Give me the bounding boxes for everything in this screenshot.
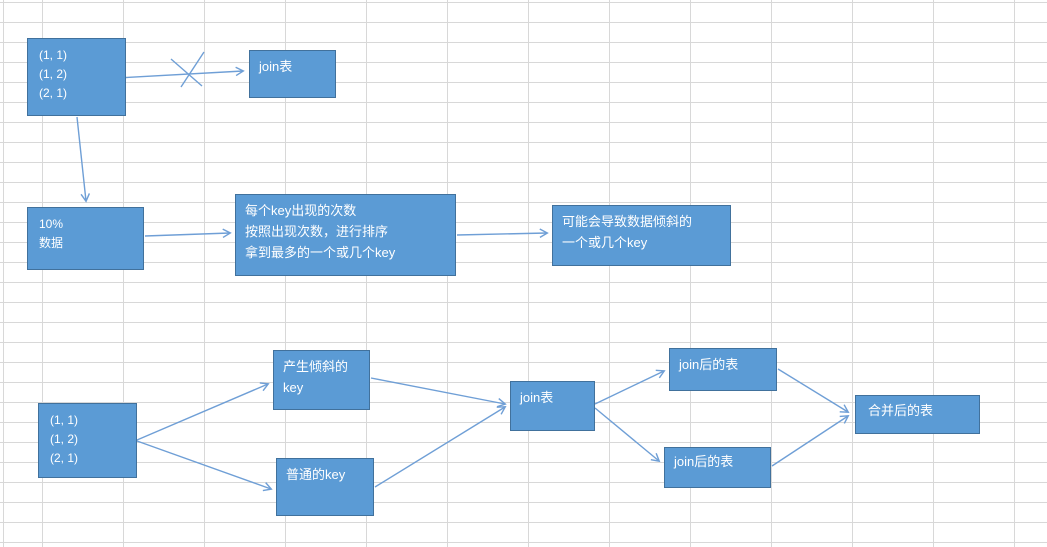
node-merged-table[interactable]: 合并后的表 [855,395,980,434]
node-normal-key[interactable]: 普通的key [276,458,374,516]
node-label: join后的表 [674,454,734,469]
node-label: 一个或几个key [562,235,648,250]
grid-line [3,0,4,547]
node-label: 产生倾斜的 [283,359,349,374]
node-label: 拿到最多的一个或几个key [245,245,396,260]
node-label: (1, 2) [50,432,79,446]
node-sample-10pct[interactable]: 10% 数据 [27,207,144,270]
node-label: 可能会导致数据倾斜的 [562,214,693,229]
node-tuples-source-bottom[interactable]: (1, 1) (1, 2) (2, 1) [38,403,137,478]
node-join-table-bottom[interactable]: join表 [510,381,595,431]
node-label: join表 [520,390,554,405]
node-skew-keys[interactable]: 可能会导致数据倾斜的 一个或几个key [552,205,731,266]
node-joined-table-bottom[interactable]: join后的表 [664,447,771,488]
node-label: 普通的key [286,467,346,482]
node-tuples-source-top[interactable]: (1, 1) (1, 2) (2, 1) [27,38,126,116]
node-label: (1, 1) [39,48,68,62]
node-label: join后的表 [679,357,739,372]
node-label: join表 [259,59,293,74]
node-label: 每个key出现的次数 [245,203,357,218]
node-joined-table-top[interactable]: join后的表 [669,348,777,391]
node-skewed-key[interactable]: 产生倾斜的 key [273,350,370,410]
node-label: key [283,380,304,395]
node-label: (1, 2) [39,67,68,81]
node-label: (1, 1) [50,413,79,427]
node-label: 按照出现次数，进行排序 [245,224,389,239]
node-count-sort[interactable]: 每个key出现的次数 按照出现次数，进行排序 拿到最多的一个或几个key [235,194,456,276]
node-label: 数据 [39,236,64,250]
node-label: 10% [39,217,64,231]
node-label: (2, 1) [50,451,79,465]
node-label: 合并后的表 [868,403,934,418]
node-join-table-top[interactable]: join表 [249,50,336,98]
node-label: (2, 1) [39,86,68,100]
